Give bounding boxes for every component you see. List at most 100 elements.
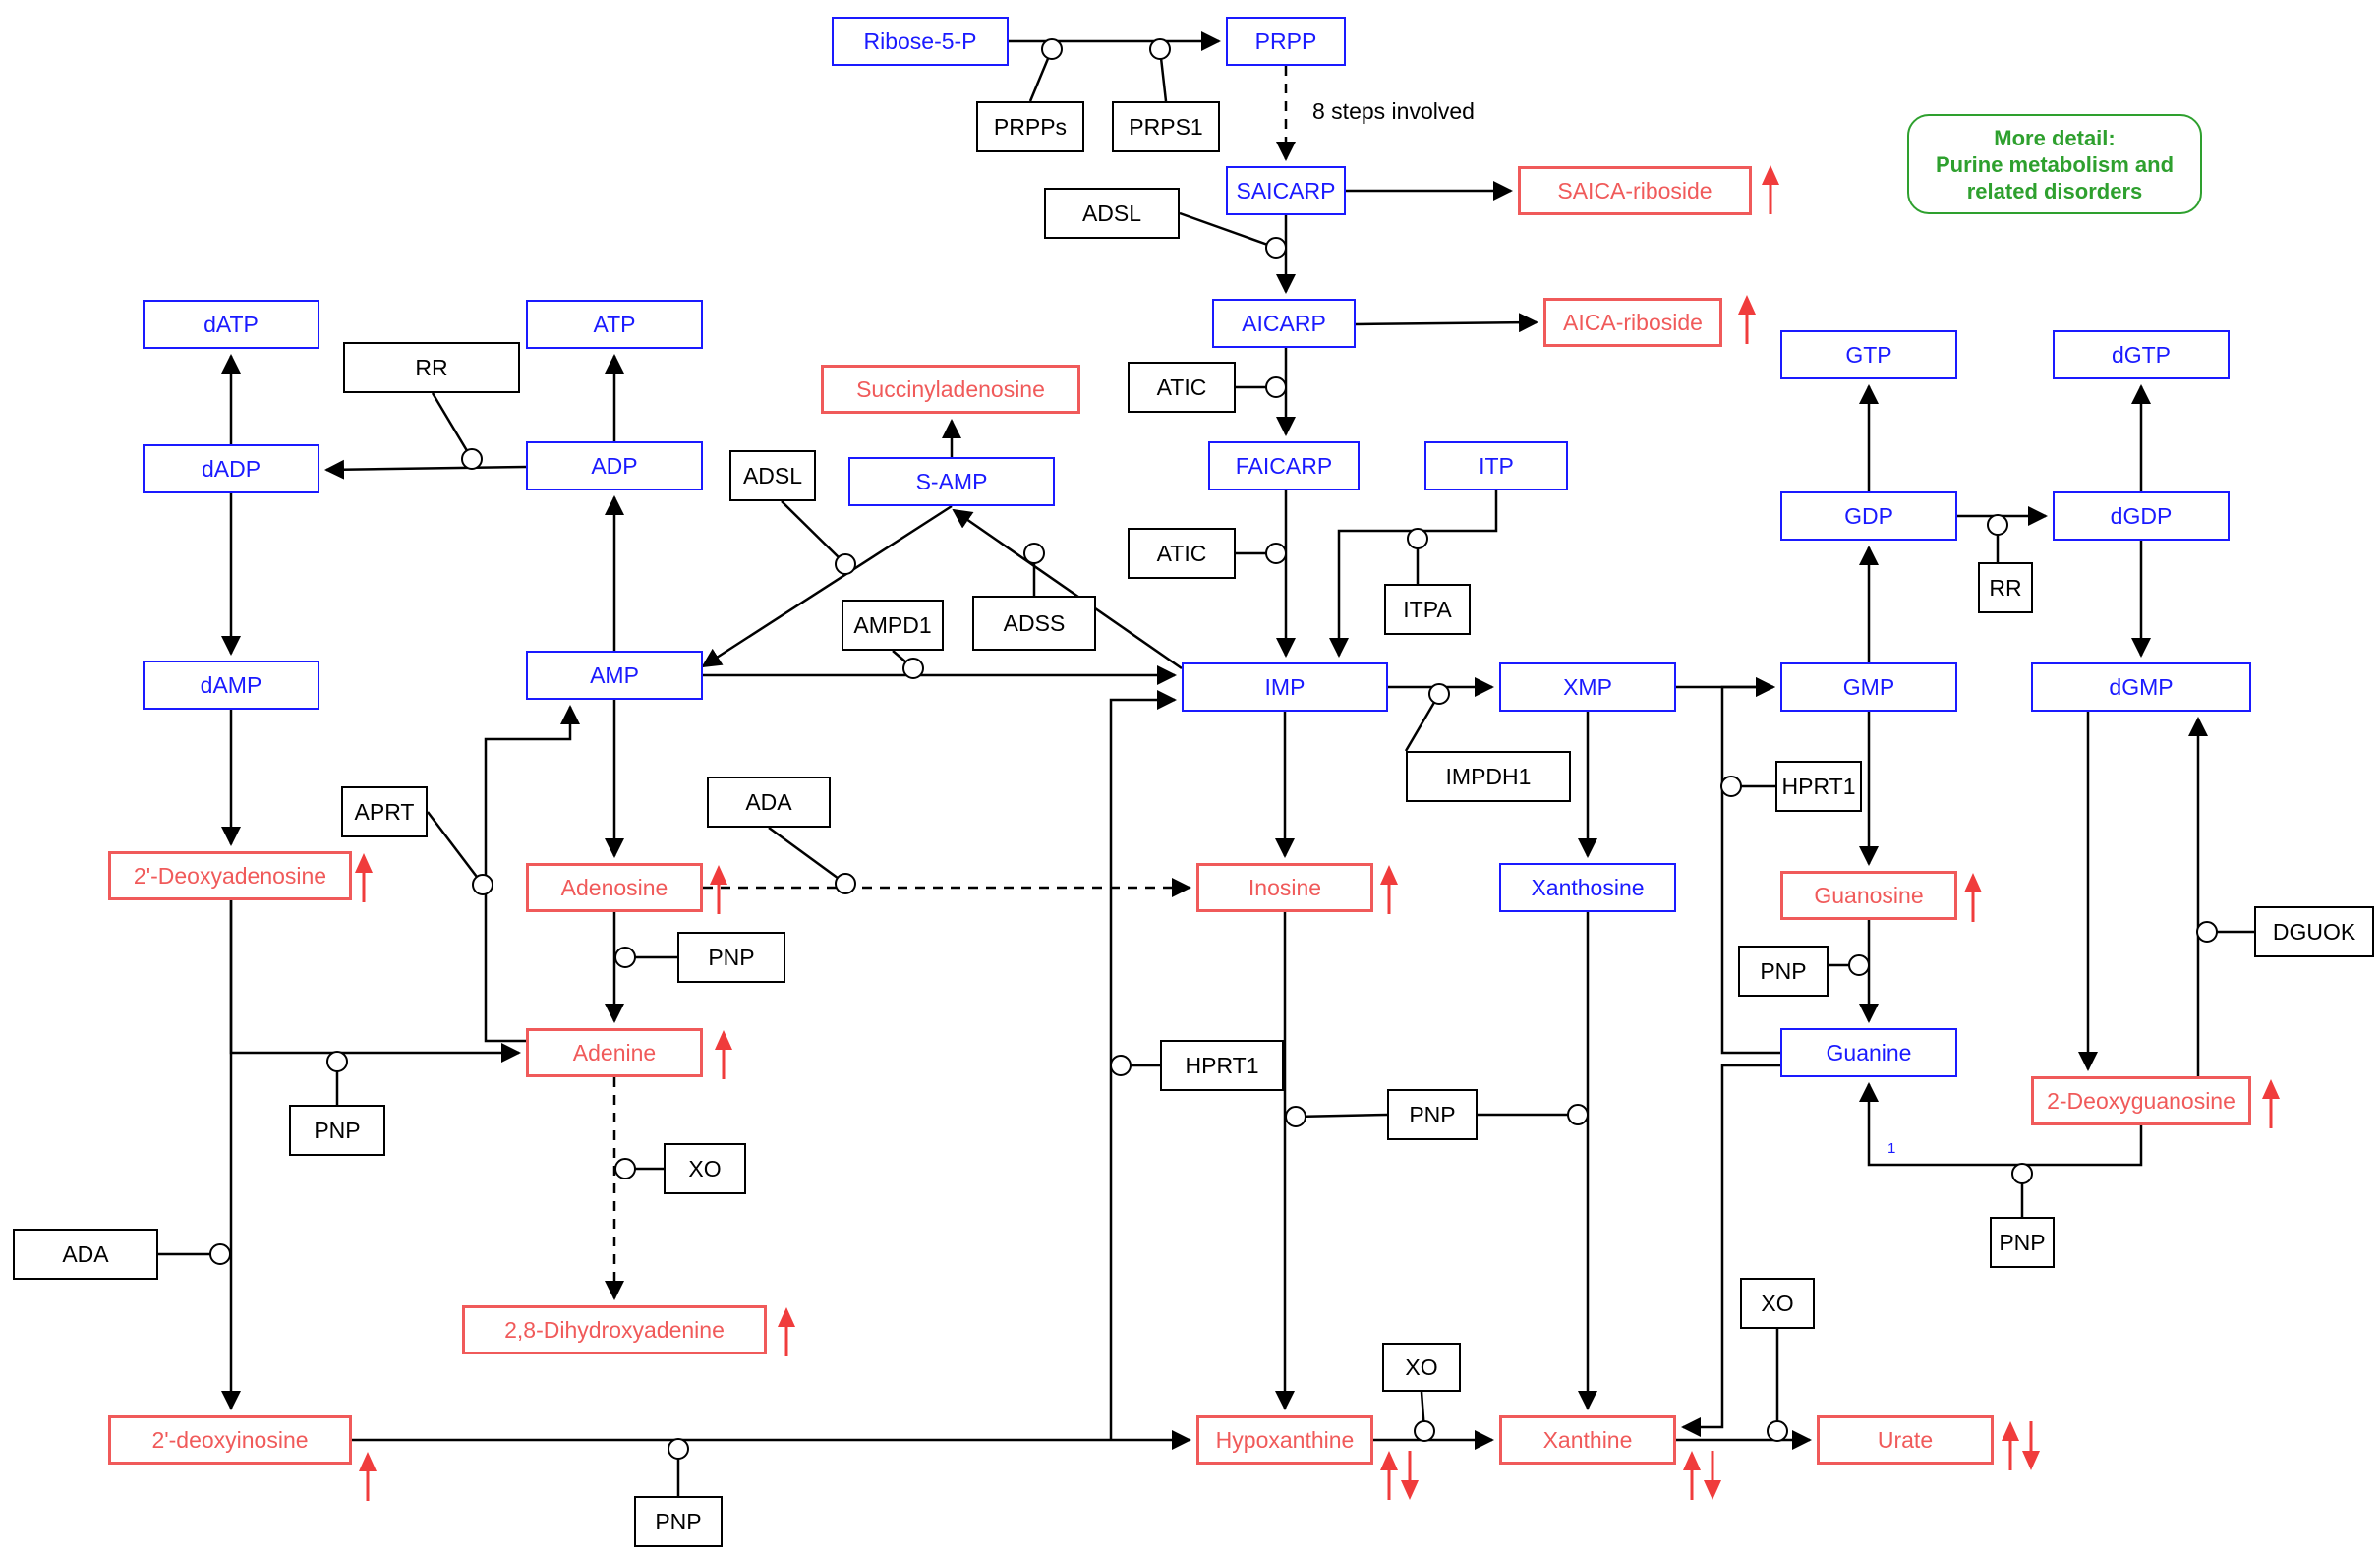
cat-pnp-center-xa-circle bbox=[1567, 1104, 1589, 1125]
metabolite-gmp[interactable]: GMP bbox=[1780, 662, 1957, 712]
enzyme-prps1[interactable]: PRPS1 bbox=[1112, 101, 1220, 152]
up-arrow-inosine bbox=[1380, 865, 1398, 914]
metabolite-2-deoxyinosine[interactable]: 2'-deoxyinosine bbox=[108, 1415, 352, 1465]
metabolite-adenosine[interactable]: Adenosine bbox=[526, 863, 703, 912]
edge-deoxyguanosine-guanine bbox=[1859, 1082, 2143, 1167]
metabolite-dadp[interactable]: dADP bbox=[143, 444, 319, 493]
enzyme-atic-1[interactable]: ATIC bbox=[1128, 362, 1236, 413]
enzyme-pnp-deoxyadenosine[interactable]: PNP bbox=[289, 1105, 385, 1156]
up-arrow-saica-riboside bbox=[1762, 165, 1779, 214]
up-arrow-hypoxanthine bbox=[1380, 1451, 1398, 1500]
enzyme-adsl-mid[interactable]: ADSL bbox=[729, 450, 816, 501]
metabolite-saica-riboside[interactable]: SAICA-riboside bbox=[1518, 166, 1752, 215]
metabolite-xmp[interactable]: XMP bbox=[1499, 662, 1676, 712]
metabolite-datp[interactable]: dATP bbox=[143, 300, 319, 349]
more-detail-link[interactable]: More detail: Purine metabolism and relat… bbox=[1907, 114, 2202, 214]
cat-ada-left-circle bbox=[209, 1243, 231, 1265]
metabolite-saicarp[interactable]: SAICARP bbox=[1226, 166, 1346, 215]
enzyme-rr-left[interactable]: RR bbox=[343, 342, 520, 393]
edge-adenine-amp bbox=[484, 705, 580, 1043]
cat-hprt1-left-circle bbox=[1110, 1055, 1132, 1076]
enzyme-pnp-center[interactable]: PNP bbox=[1387, 1089, 1478, 1140]
metabolite-dgtp[interactable]: dGTP bbox=[2053, 330, 2230, 379]
metabolite-hypoxanthine[interactable]: Hypoxanthine bbox=[1196, 1415, 1373, 1465]
metabolite-damp[interactable]: dAMP bbox=[143, 661, 319, 710]
enzyme-xo-adenine[interactable]: XO bbox=[664, 1143, 746, 1194]
metabolite-2-deoxyguanosine[interactable]: 2-Deoxyguanosine bbox=[2031, 1076, 2251, 1125]
enzyme-xo-xanthine[interactable]: XO bbox=[1740, 1278, 1815, 1329]
enzyme-adsl-top[interactable]: ADSL bbox=[1044, 188, 1180, 239]
down-arrow-xanthine bbox=[1704, 1451, 1721, 1500]
metabolite-imp[interactable]: IMP bbox=[1182, 662, 1388, 712]
enzyme-rr-right[interactable]: RR bbox=[1978, 562, 2033, 613]
cat-adss-circle bbox=[1023, 543, 1045, 564]
enzyme-ada-mid[interactable]: ADA bbox=[707, 776, 831, 828]
cat-adsl-top-link bbox=[1179, 211, 1277, 250]
metabolite-s-amp[interactable]: S-AMP bbox=[848, 457, 1055, 506]
metabolite-amp[interactable]: AMP bbox=[526, 651, 703, 700]
edge-guanine-xanthine bbox=[1681, 1064, 1780, 1437]
enzyme-dguok[interactable]: DGUOK bbox=[2254, 906, 2374, 957]
metabolite-ribose-5-p[interactable]: Ribose-5-P bbox=[832, 17, 1009, 66]
metabolite-dgdp[interactable]: dGDP bbox=[2053, 491, 2230, 541]
enzyme-prpps[interactable]: PRPPs bbox=[976, 101, 1084, 152]
cat-pnp-center-hx-circle bbox=[1285, 1106, 1306, 1127]
detail-line-2: Purine metabolism and bbox=[1935, 151, 2175, 177]
metabolite-xanthine[interactable]: Xanthine bbox=[1499, 1415, 1676, 1465]
metabolite-gdp[interactable]: GDP bbox=[1780, 491, 1957, 541]
detail-line-1: More detail: bbox=[1994, 125, 2116, 150]
metabolite-gtp[interactable]: GTP bbox=[1780, 330, 1957, 379]
enzyme-pnp-adenosine[interactable]: PNP bbox=[677, 932, 785, 983]
cat-atic-1-circle bbox=[1265, 376, 1287, 398]
enzyme-xo-hypoxanthine[interactable]: XO bbox=[1382, 1343, 1461, 1392]
metabolite-adenine[interactable]: Adenine bbox=[526, 1028, 703, 1077]
edge-adp-dadp bbox=[324, 459, 527, 480]
cat-pnp-bottom-circle bbox=[668, 1438, 689, 1460]
metabolite-aicarp[interactable]: AICARP bbox=[1212, 299, 1356, 348]
metabolite-succinyladenosine[interactable]: Succinyladenosine bbox=[821, 365, 1080, 414]
metabolite-xanthosine[interactable]: Xanthosine bbox=[1499, 863, 1676, 912]
metabolite-2-deoxyadenosine[interactable]: 2'-Deoxyadenosine bbox=[108, 851, 352, 900]
cat-rr-left-link bbox=[431, 392, 474, 460]
up-arrow-xanthine bbox=[1683, 1451, 1701, 1500]
metabolite-atp[interactable]: ATP bbox=[526, 300, 703, 349]
down-arrow-urate bbox=[2022, 1421, 2040, 1470]
enzyme-pnp-guanosine[interactable]: PNP bbox=[1738, 946, 1829, 997]
enzyme-ada-left[interactable]: ADA bbox=[13, 1229, 158, 1280]
enzyme-itpa[interactable]: ITPA bbox=[1384, 584, 1471, 635]
up-arrow-urate bbox=[2002, 1421, 2019, 1470]
enzyme-pnp-bottom[interactable]: PNP bbox=[634, 1496, 723, 1547]
metabolite-2-8-dihydroxyadenine[interactable]: 2,8-Dihydroxyadenine bbox=[462, 1305, 767, 1354]
edge-imp-samp bbox=[952, 508, 1183, 670]
metabolite-urate[interactable]: Urate bbox=[1817, 1415, 1994, 1465]
enzyme-ampd1[interactable]: AMPD1 bbox=[842, 600, 944, 651]
cat-dguok-circle bbox=[2196, 921, 2218, 943]
cat-pnp-center-hx-link bbox=[1295, 1113, 1388, 1119]
edge-guanine-gmp bbox=[1720, 677, 1780, 1055]
metabolite-adp[interactable]: ADP bbox=[526, 441, 703, 490]
enzyme-hprt1-right[interactable]: HPRT1 bbox=[1775, 761, 1862, 812]
edge-label: 1 bbox=[1887, 1140, 1896, 1157]
cat-atic-2-circle bbox=[1265, 543, 1287, 564]
cat-rr-right-circle bbox=[1987, 514, 2008, 536]
enzyme-atic-2[interactable]: ATIC bbox=[1128, 528, 1236, 579]
cat-adsl-mid-circle bbox=[835, 553, 856, 575]
metabolite-guanosine[interactable]: Guanosine bbox=[1780, 871, 1957, 920]
enzyme-hprt1-left[interactable]: HPRT1 bbox=[1160, 1040, 1284, 1091]
up-arrow-guanosine bbox=[1964, 873, 1982, 922]
metabolite-aica-riboside[interactable]: AICA-riboside bbox=[1543, 298, 1722, 347]
up-arrow-adenosine bbox=[710, 865, 727, 914]
cat-impdh1-circle bbox=[1428, 683, 1450, 705]
enzyme-impdh1[interactable]: IMPDH1 bbox=[1406, 751, 1571, 802]
enzyme-adss[interactable]: ADSS bbox=[972, 596, 1096, 651]
metabolite-guanine[interactable]: Guanine bbox=[1780, 1028, 1957, 1077]
enzyme-pnp-guanine[interactable]: PNP bbox=[1990, 1217, 2055, 1268]
metabolite-prpp[interactable]: PRPP bbox=[1226, 17, 1346, 66]
metabolite-dgmp[interactable]: dGMP bbox=[2031, 662, 2251, 712]
metabolite-faicarp[interactable]: FAICARP bbox=[1208, 441, 1360, 490]
metabolite-itp[interactable]: ITP bbox=[1424, 441, 1568, 490]
enzyme-aprt[interactable]: APRT bbox=[341, 786, 428, 837]
edge-samp-amp bbox=[701, 504, 953, 668]
up-arrow-deoxyguanosine bbox=[2262, 1079, 2280, 1128]
metabolite-inosine[interactable]: Inosine bbox=[1196, 863, 1373, 912]
